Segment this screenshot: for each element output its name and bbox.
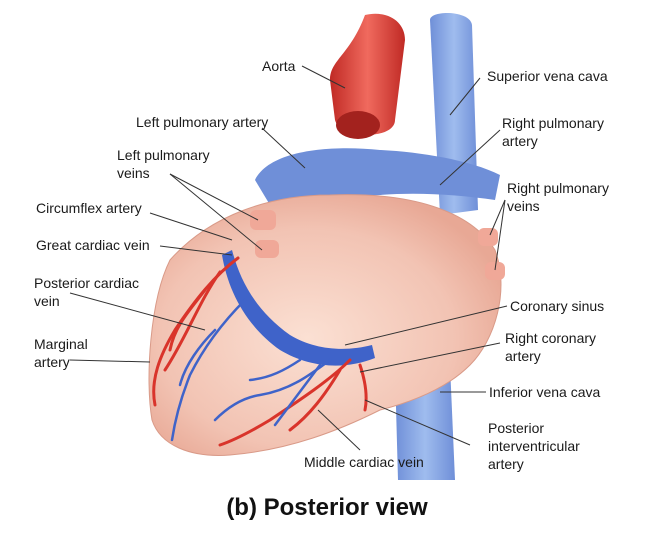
label-left-pulmonary-veins: Left pulmonary veins (117, 147, 210, 181)
artery-network (152, 256, 368, 447)
aorta-shape (330, 13, 405, 135)
figure-caption: (b) Posterior view (226, 494, 428, 521)
coronary-sinus-shape (222, 250, 375, 366)
label-coronary-sinus: Coronary sinus (510, 298, 605, 314)
label-right-pulmonary-veins: Right pulmonary veins (507, 180, 609, 214)
label-right-coronary-artery: Right coronary artery (505, 330, 597, 364)
pulmonary-artery-shape (255, 148, 500, 205)
label-inferior-vena-cava: Inferior vena cava (489, 384, 601, 400)
label-posterior-interventricular-artery: Posterior interventricular artery (488, 420, 580, 472)
label-posterior-cardiac-vein: Posterior cardiac vein (34, 275, 140, 309)
label-marginal-artery: Marginal artery (34, 336, 88, 370)
label-circumflex-artery: Circumflex artery (36, 200, 142, 216)
vein-network (170, 298, 332, 442)
label-superior-vena-cava: Superior vena cava (487, 68, 608, 84)
label-right-pulmonary-artery: Right pulmonary artery (502, 115, 604, 149)
label-aorta: Aorta (262, 58, 296, 74)
label-middle-cardiac-vein: Middle cardiac vein (304, 454, 424, 470)
leader-lines (69, 65, 508, 451)
label-great-cardiac-vein: Great cardiac vein (36, 237, 150, 253)
label-left-pulmonary-artery: Left pulmonary artery (136, 114, 269, 130)
